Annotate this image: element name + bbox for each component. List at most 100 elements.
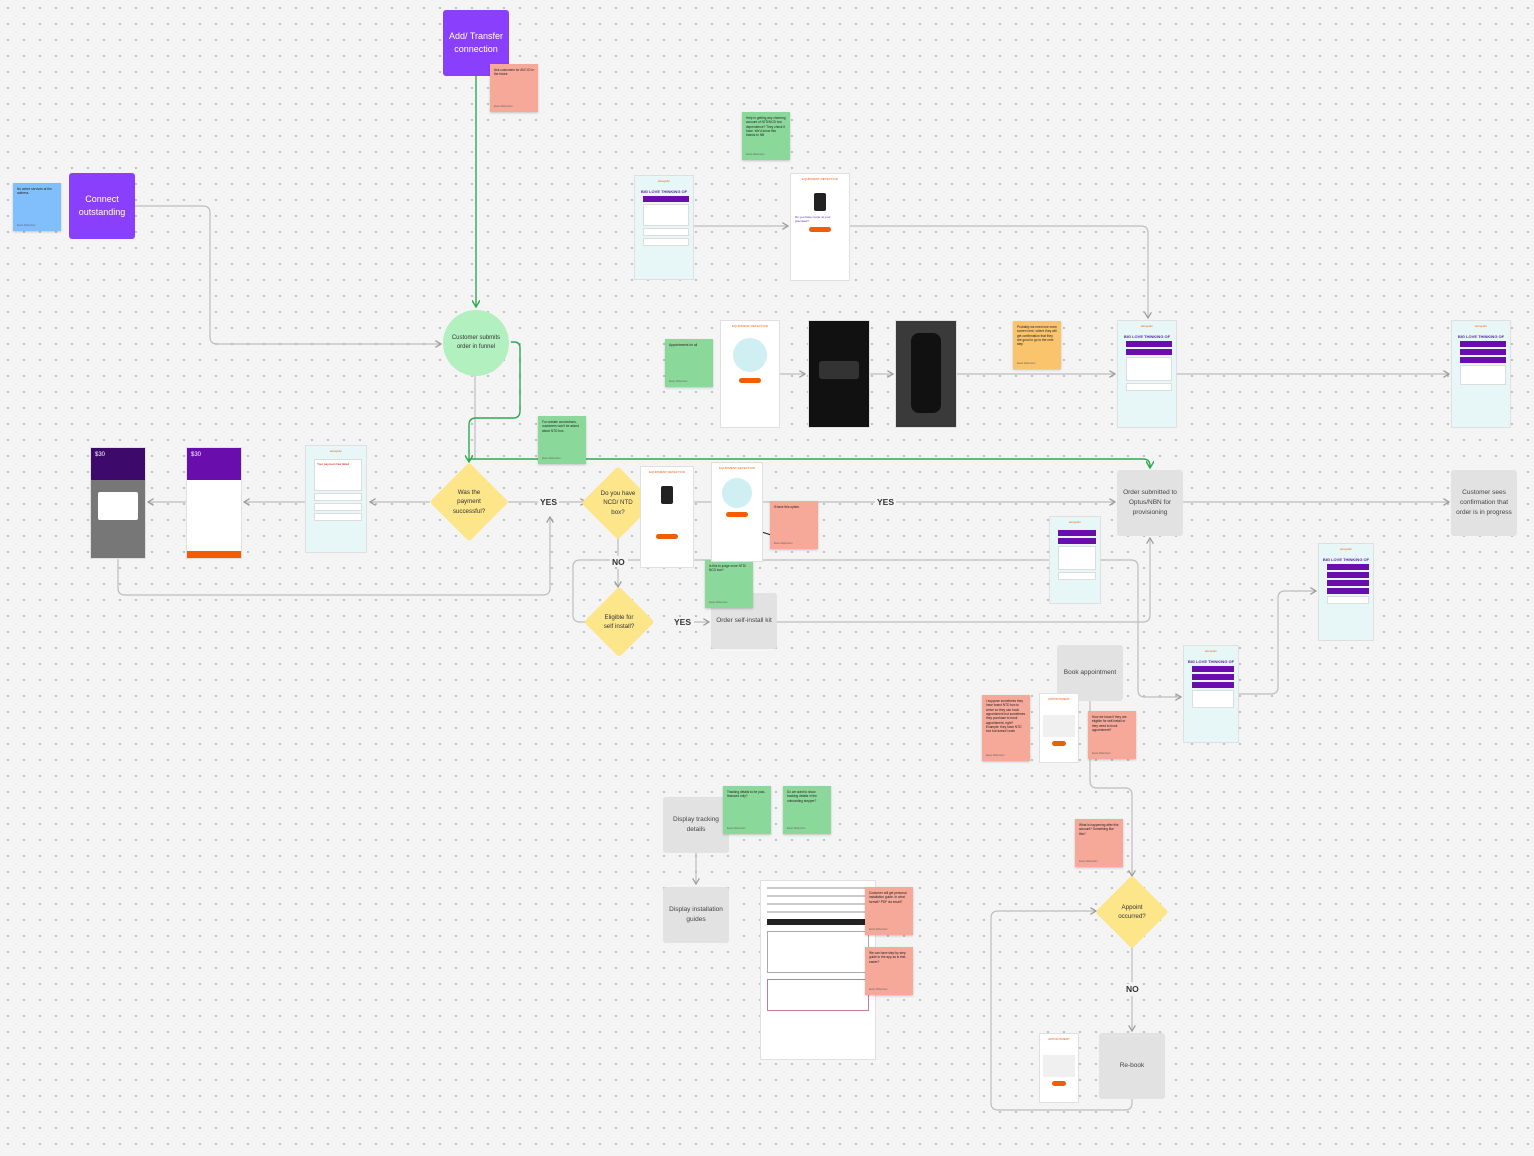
plan-price: $30: [187, 448, 241, 480]
brand-logo: amaysim: [1474, 324, 1487, 328]
sticky-author: Ewan Robertson: [542, 456, 561, 460]
display-installation-node[interactable]: Display installation guides: [663, 887, 729, 943]
sticky-note[interactable]: How we know if they are eligible for sel…: [1088, 711, 1136, 759]
screen-hero: BIG LOVE THINKING OF: [640, 189, 688, 194]
sticky-author: Ewan Robertson: [986, 753, 1005, 757]
confirm-button: [656, 534, 678, 539]
screen-hero: BIG LOVE THINKING OF: [1457, 334, 1505, 339]
sticky-note[interactable]: Tracking details to be post-financed onl…: [723, 786, 771, 834]
have-ncd-decision[interactable]: Do you have NCD/ NTD box?: [582, 467, 654, 539]
appointment-calendar-screen[interactable]: APPOINTMENT: [1039, 1033, 1079, 1103]
sticky-text: Customer will get personal installation …: [869, 891, 907, 904]
ncd-question-screen[interactable]: EQUIPMENT DETECTION: [640, 466, 694, 568]
sticky-author: Ewan Robertson: [869, 987, 888, 991]
sticky-text: We can have step by step guide in the ap…: [869, 951, 906, 964]
brand-logo: amaysim: [1204, 649, 1217, 653]
node-label: Appoint occurred?: [1118, 903, 1146, 920]
sticky-note[interactable]: Customer will get personal installation …: [865, 887, 913, 935]
sticky-author: Ewan Robertson: [1079, 859, 1098, 863]
yes-label: YES: [672, 617, 694, 627]
customer-submits-order-node[interactable]: Customer submits order in funnel: [443, 310, 509, 376]
screen-title: EQUIPMENT DETECTION: [802, 177, 838, 181]
sticky-text: How we know if they are eligible for sel…: [1092, 715, 1127, 732]
book-appointment-node[interactable]: Book appointment: [1057, 645, 1123, 701]
sticky-text: Tracking details to be post-financed onl…: [727, 790, 766, 799]
sticky-author: Ewan Robertson: [17, 223, 36, 227]
sticky-note[interactable]: Probably we need one more screen here, w…: [1013, 321, 1061, 369]
node-label: Book appointment: [1063, 669, 1117, 677]
node-label: Order self-install kit: [716, 617, 772, 625]
payment-successful-decision[interactable]: Was the payment successful?: [430, 463, 508, 541]
sticky-text: I suppose sometimes they have brand NTD …: [986, 699, 1026, 734]
sticky-author: Ewan Robertson: [709, 600, 728, 604]
sticky-text: If have this option.: [774, 505, 800, 509]
appointment-calendar-screen[interactable]: APPOINTMENT: [1039, 693, 1079, 763]
rebook-node[interactable]: Re-book: [1099, 1033, 1165, 1099]
sticky-author: Ewan Robertson: [1092, 751, 1111, 755]
sticky-note[interactable]: For outside connections, customers won't…: [538, 416, 586, 464]
sticky-note[interactable]: I suppose sometimes they have brand NTD …: [982, 695, 1030, 761]
tracker-screen[interactable]: amaysim: [1049, 516, 1101, 604]
sticky-author: Ewan Robertson: [787, 826, 806, 830]
sticky-text: For outside connections, customers won't…: [542, 420, 579, 433]
camera-permission-screen[interactable]: [808, 320, 870, 428]
sticky-note[interactable]: We can have step by step guide in the ap…: [865, 947, 913, 995]
equipment-question-screen[interactable]: EQUIPMENT DETECTION Do you have router at…: [790, 173, 850, 281]
connect-outstanding-node[interactable]: Connect outstanding: [69, 173, 135, 239]
screen-title: EQUIPMENT DETECTION: [649, 470, 685, 474]
sticky-text: Probably we need one more screen here, w…: [1017, 325, 1057, 347]
sticky-author: Ewan Robertson: [669, 379, 688, 383]
node-label: Display installation guides: [669, 906, 723, 923]
brand-logo: amaysim: [657, 179, 670, 183]
display-tracking-node[interactable]: Display tracking details: [663, 797, 729, 853]
sticky-text: Help in getting any cheering account of …: [746, 116, 786, 138]
node-label: Customer sees confirmation that order is…: [1456, 489, 1512, 516]
sticky-note[interactable]: Do we want to show tracking details in t…: [783, 786, 831, 834]
eligible-self-install-decision[interactable]: Eligible for self install?: [584, 587, 654, 657]
payment-screen[interactable]: $30: [186, 447, 242, 559]
brand-logo: amaysim: [329, 449, 342, 453]
screen-title: EQUIPMENT DETECTION: [732, 324, 768, 328]
sticky-text: No active services at the address.: [17, 187, 52, 196]
sticky-note[interactable]: If have this option. Ewan Robertson: [770, 501, 818, 549]
sticky-text: Do we want to show tracking details in t…: [787, 790, 817, 803]
no-label: NO: [1124, 984, 1141, 994]
brand-logo: amaysim: [1068, 520, 1081, 524]
screen-hero: BIG LOVE THINKING OF: [1322, 557, 1370, 562]
node-label: Eligible for self install?: [603, 613, 635, 630]
node-label: Was the payment successful?: [452, 489, 486, 515]
sticky-note[interactable]: What is happening after this account? So…: [1075, 819, 1123, 867]
order-submitted-node[interactable]: Order submitted to Optus/NBN for provisi…: [1117, 470, 1183, 536]
installation-guide-document[interactable]: [760, 880, 876, 1060]
node-label: Add/ Transfer connection: [448, 30, 504, 54]
equipment-detection-screen[interactable]: EQUIPMENT DETECTION: [720, 320, 780, 428]
camera-photo-screen[interactable]: [895, 320, 957, 428]
sticky-note[interactable]: Help in getting any cheering account of …: [742, 112, 790, 160]
appoint-occurred-decision[interactable]: Appoint occurred?: [1096, 876, 1168, 948]
yes-label: YES: [538, 497, 560, 507]
screen-question: Do you have router at your premises?: [795, 215, 831, 223]
screen-hero: BIG LOVE THINKING OF: [1187, 659, 1235, 664]
sticky-text: Ask customers for AVC ID in the future: [494, 68, 534, 77]
no-label: NO: [610, 557, 627, 567]
payment-processing-screen[interactable]: $30: [90, 447, 146, 559]
sticky-author: Ewan Robertson: [774, 541, 793, 545]
sticky-note[interactable]: Is this to judge more NTD/ NCD box?Ewan …: [705, 560, 753, 608]
node-label: Connect outstanding: [78, 193, 126, 217]
router-screen[interactable]: EQUIPMENT DETECTION: [711, 462, 763, 562]
sticky-author: Ewan Robertson: [869, 927, 888, 931]
node-label: Customer submits order in funnel: [451, 335, 501, 350]
customer-sees-confirmation-node[interactable]: Customer sees confirmation that order is…: [1451, 470, 1517, 536]
node-label: Display tracking details: [673, 816, 719, 833]
sticky-note[interactable]: No active services at the address. Ewan R…: [13, 183, 61, 231]
node-label: Do you have NCD/ NTD box?: [600, 490, 636, 516]
yes-label: YES: [875, 497, 897, 507]
